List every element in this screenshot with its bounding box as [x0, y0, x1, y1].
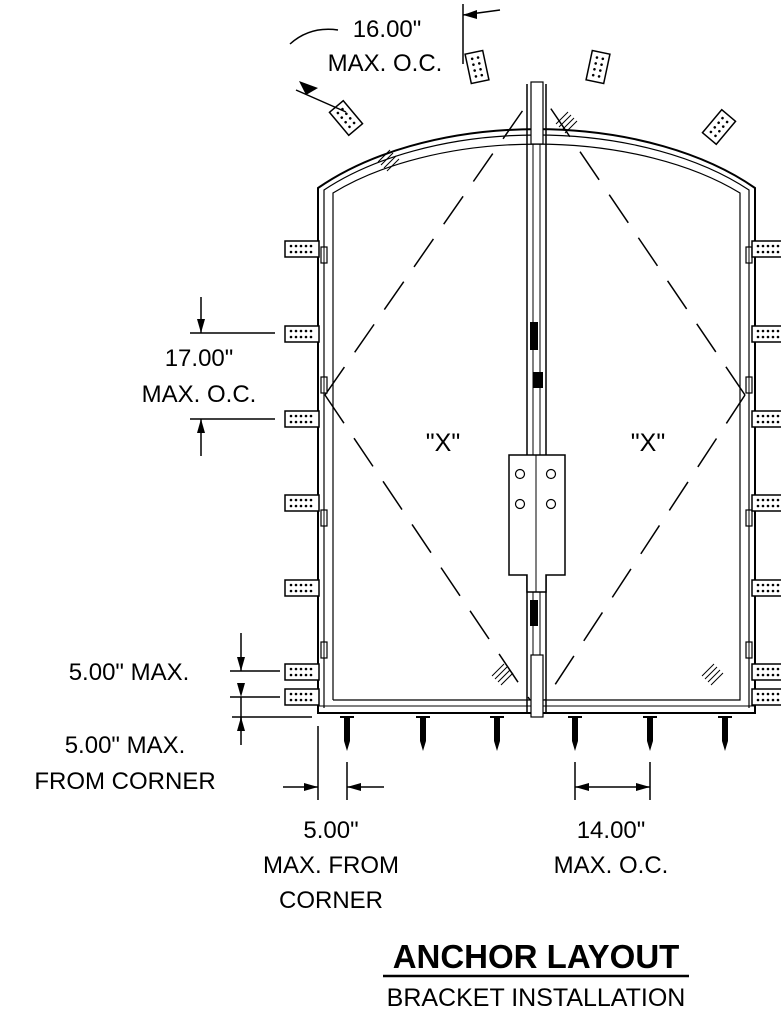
- right-door-swing-lines: [544, 99, 746, 701]
- bottom-corner-note-2: CORNER: [279, 887, 383, 914]
- arch-spacing-value: 16.00": [353, 16, 422, 43]
- right-side-brackets: [751, 240, 781, 706]
- side-edge-value: 5.00" MAX.: [69, 659, 190, 686]
- bottom-spacing-value: 14.00": [577, 817, 646, 844]
- left-side-brackets: [284, 240, 320, 706]
- side-corner-value: 5.00" MAX.: [65, 732, 186, 759]
- side-corner-note: FROM CORNER: [34, 768, 215, 795]
- bottom-corner-note: MAX. FROM: [263, 852, 399, 879]
- left-door-swing-lines: [324, 99, 531, 701]
- drawing-title: ANCHOR LAYOUT: [393, 938, 680, 975]
- bottom-spacing-note: MAX. O.C.: [554, 852, 669, 879]
- center-lock-plate: [508, 81, 566, 718]
- arch-spacing-note: MAX. O.C.: [328, 50, 443, 77]
- right-door-label: "X": [631, 429, 665, 457]
- side-spacing-note: MAX. O.C.: [142, 381, 257, 408]
- side-edge-dimension: [230, 633, 312, 745]
- drawing-subtitle: BRACKET INSTALLATION: [387, 984, 686, 1012]
- side-spacing-dimension: [190, 297, 275, 456]
- arch-spacing-dimension: [289, 4, 501, 113]
- bottom-corner-dimension: [283, 726, 384, 800]
- bottom-corner-value: 5.00": [303, 817, 358, 844]
- left-door-label: "X": [426, 429, 460, 457]
- side-spacing-value: 17.00": [165, 345, 234, 372]
- bottom-spacing-dimension: [574, 762, 651, 800]
- glass-hatch-marks: [377, 111, 724, 686]
- bottom-screws: [339, 716, 733, 752]
